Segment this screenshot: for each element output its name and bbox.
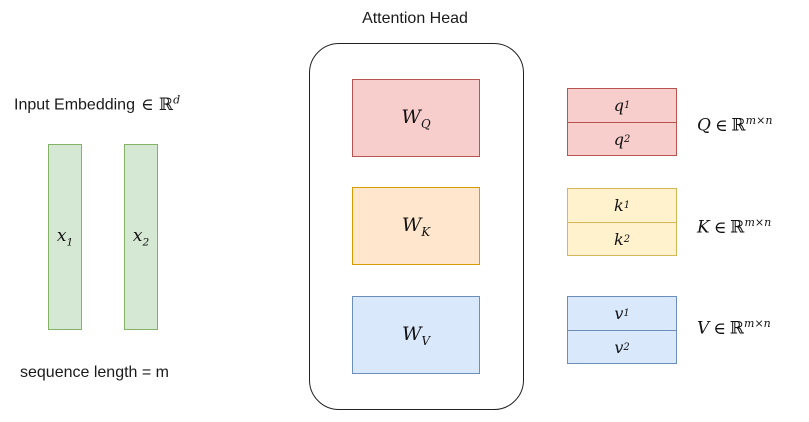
attention-head-container [309, 43, 524, 410]
v-exp: m×n [744, 317, 771, 330]
q2-sub: 2 [623, 133, 631, 145]
q1-sub: 1 [623, 100, 631, 111]
wk-base: W [401, 213, 422, 236]
q-exp: m×n [745, 114, 773, 127]
x2-label: x2 [133, 226, 149, 248]
wv-label: WV [402, 323, 430, 348]
wv-sub: V [421, 333, 431, 348]
input-space-symbol: ℝ [158, 94, 174, 115]
q-in-symbol: ∈ [714, 115, 728, 136]
input-space: ∈ ℝd [140, 93, 181, 115]
wq-base: W [401, 105, 421, 128]
value-dimension-label: V∈ℝm×n [697, 317, 771, 339]
input-in-symbol: ∈ [140, 94, 154, 115]
weight-matrix-wv: WV [352, 296, 480, 374]
v1-base: v [614, 304, 624, 323]
input-space-exp: d [173, 93, 181, 106]
input-embedding-label: Input Embedding ∈ ℝd [14, 93, 180, 115]
weight-matrix-wq: WQ [352, 79, 480, 157]
k2-sub: 2 [623, 233, 630, 245]
q1-base: q [613, 96, 624, 115]
x1-base: x [56, 225, 67, 246]
q2-base: q [613, 129, 624, 149]
q-label: Q [697, 115, 711, 136]
x1-sub: 1 [66, 236, 74, 249]
k1-sub: 1 [623, 200, 630, 211]
k-in-symbol: ∈ [713, 217, 727, 238]
sequence-length-label: sequence length = m [20, 364, 169, 381]
wv-base: W [401, 322, 422, 345]
wk-label: WK [402, 214, 430, 239]
x2-sub: 2 [142, 236, 150, 249]
wk-sub: K [421, 224, 431, 239]
q-space: ℝ [731, 115, 746, 136]
k-space: ℝ [730, 217, 745, 238]
wq-sub: Q [420, 116, 431, 131]
k-exp: m×n [744, 216, 772, 229]
input-vector-x2: x2 [124, 144, 158, 330]
k1-base: k [613, 196, 624, 215]
v2-base: v [614, 337, 624, 357]
v-label: V [697, 318, 710, 339]
query-dimension-label: Q∈ℝm×n [697, 114, 772, 136]
k2-base: k [613, 229, 624, 249]
v1-sub: 1 [623, 308, 630, 319]
attention-head-title: Attention Head [362, 10, 468, 27]
wq-label: WQ [401, 106, 430, 131]
x2-base: x [132, 225, 143, 246]
v2-sub: 2 [623, 341, 630, 353]
key-dimension-label: K∈ℝm×n [697, 216, 771, 238]
input-vector-x1: x1 [48, 144, 82, 330]
k-label: K [697, 217, 710, 238]
x1-label: x1 [57, 226, 73, 248]
input-embedding-text: Input Embedding [14, 96, 135, 114]
v-in-symbol: ∈ [713, 318, 726, 339]
v-space: ℝ [729, 318, 745, 339]
weight-matrix-wk: WK [352, 187, 480, 265]
